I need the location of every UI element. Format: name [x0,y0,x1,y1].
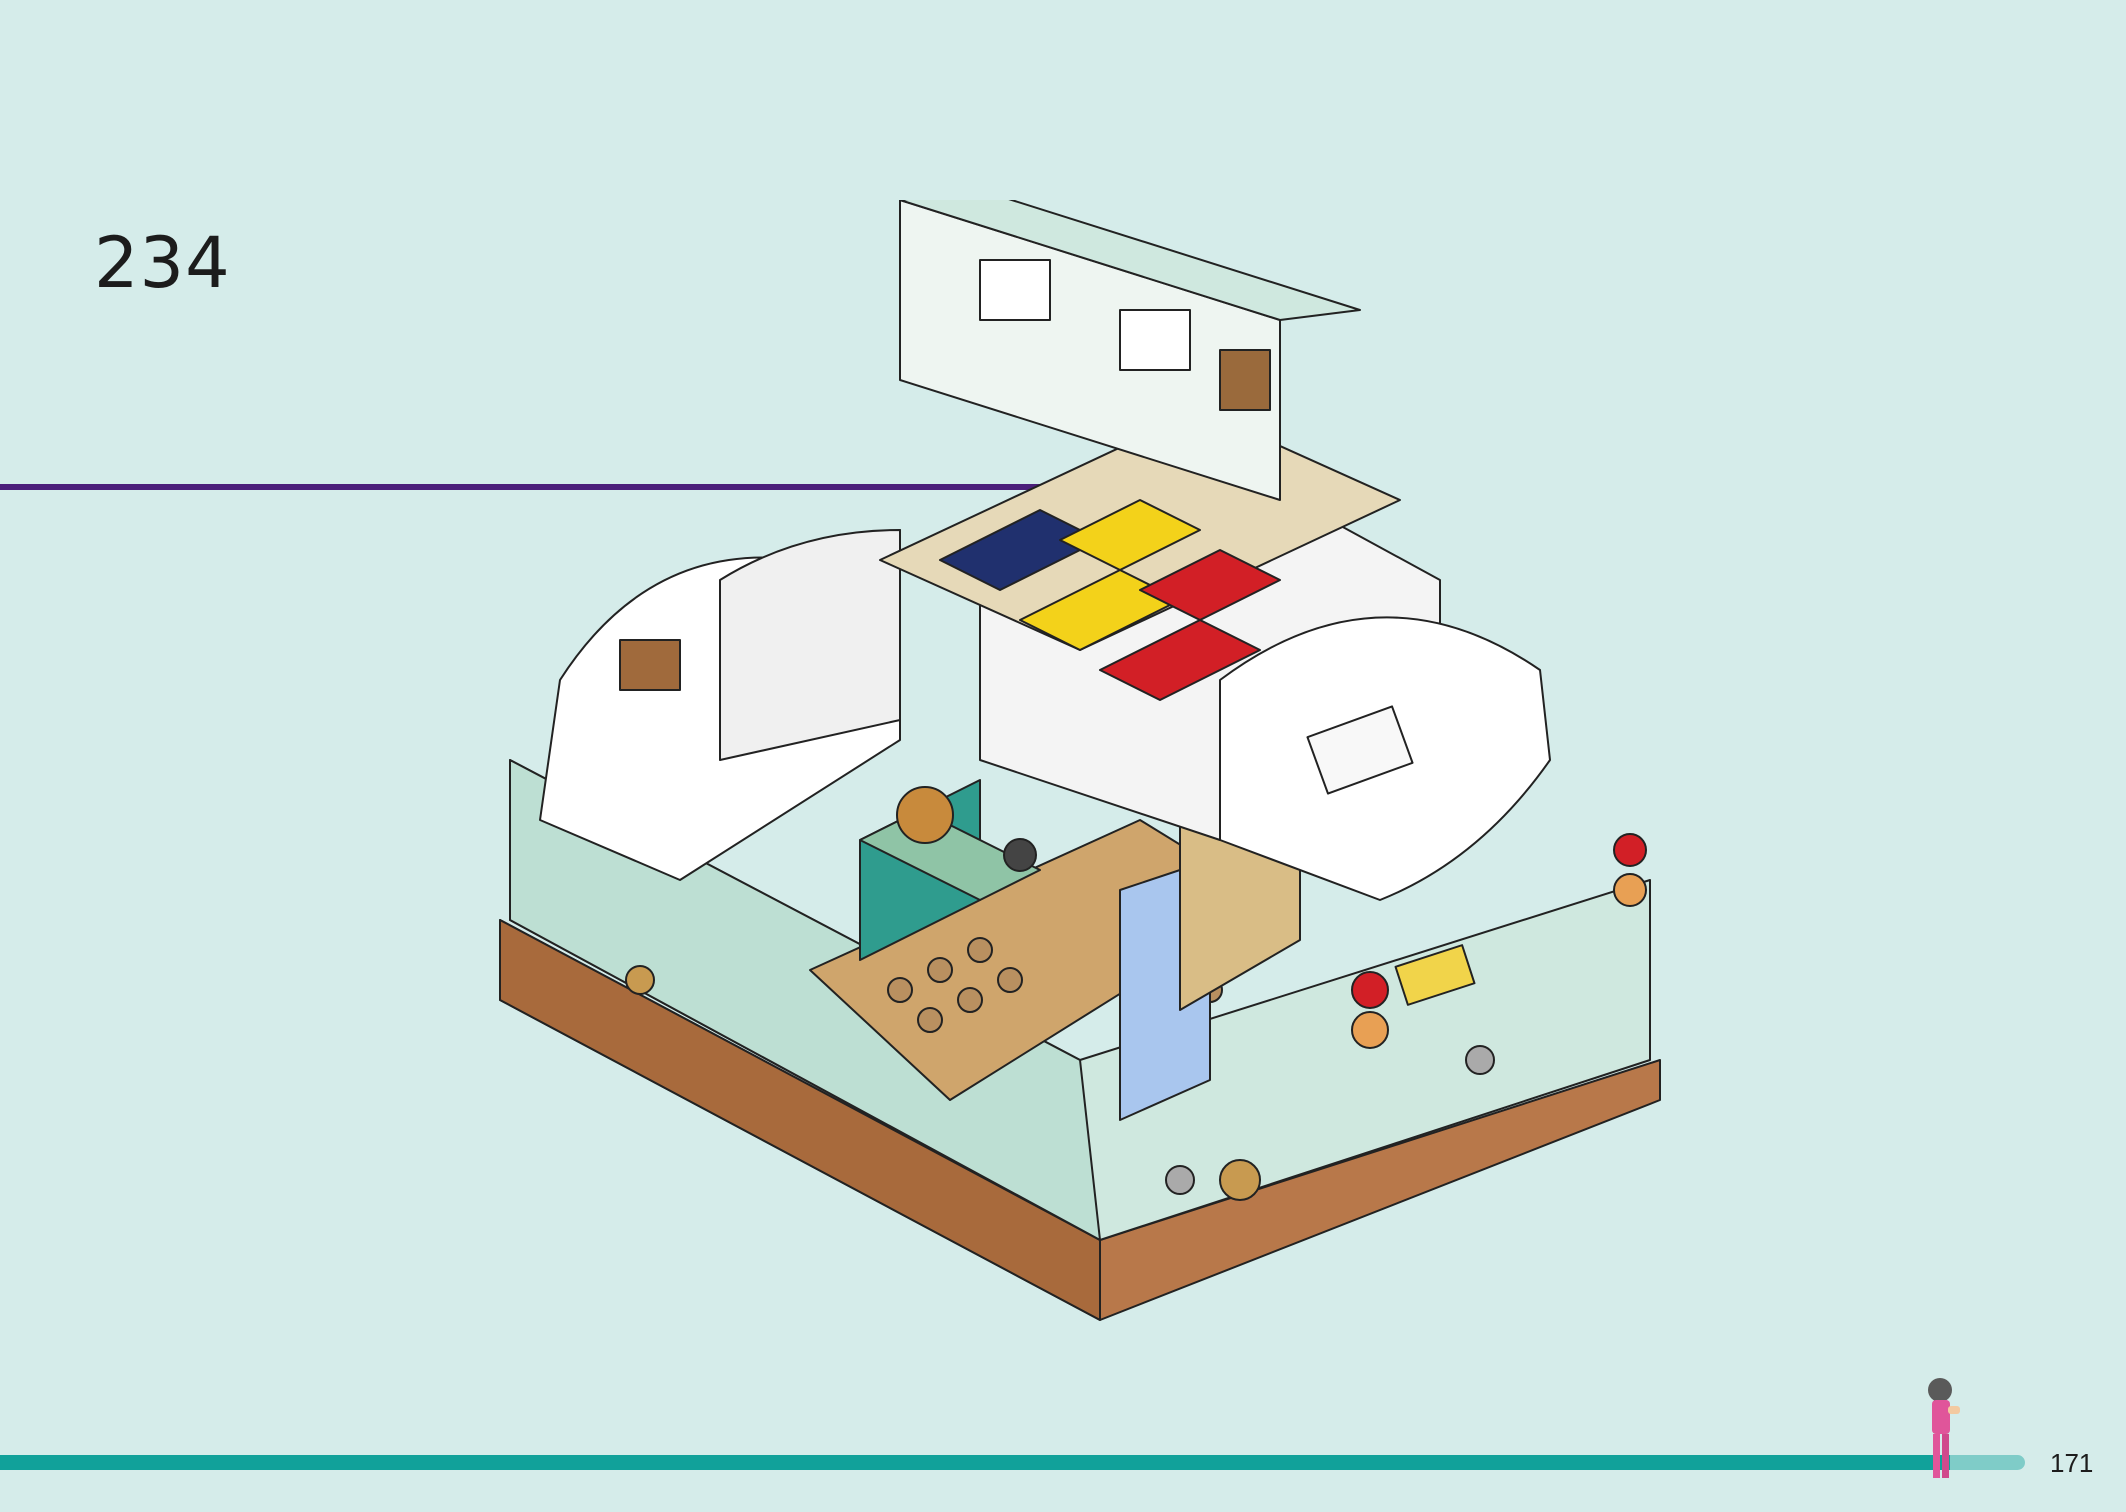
camper-van-illustration [499,200,1661,1321]
page-number: 171 [2050,1448,2094,1478]
minifigure-icon [1928,1378,1960,1478]
progress-bar-fill [0,1455,1951,1470]
step-number: 234 [94,222,231,304]
progress-bar [0,1455,2025,1470]
